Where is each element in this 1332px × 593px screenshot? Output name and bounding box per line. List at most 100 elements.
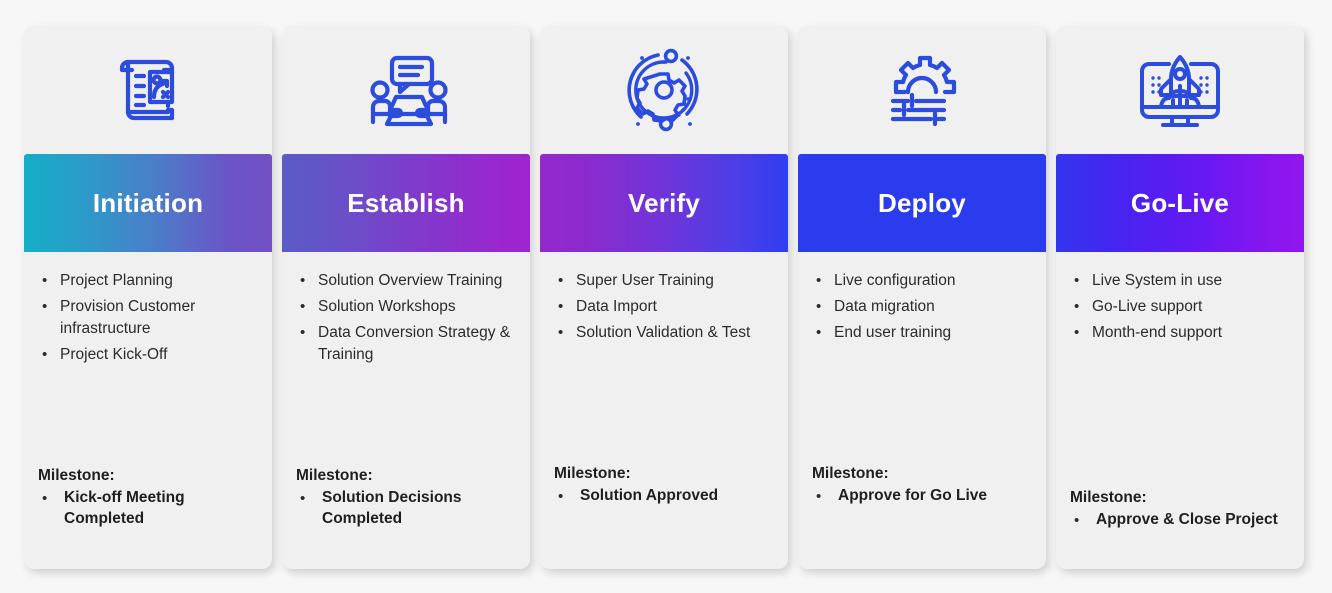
gear-sliders-icon (880, 48, 964, 132)
bullet-icon: • (1074, 511, 1080, 529)
bullet-icon: • (300, 490, 306, 508)
phase-body: • Project Planning • Provision Customer … (24, 252, 272, 569)
phase-title: Go-Live (1130, 188, 1230, 218)
phase-title: Deploy (878, 188, 966, 218)
phase-title: Verify (627, 188, 701, 218)
bullet-icon: • (558, 324, 564, 341)
task-item: • Go-Live support (1070, 296, 1290, 318)
bullet-icon: • (816, 272, 822, 289)
task-label: Super User Training (576, 272, 714, 289)
milestone-item: • Solution Approved (554, 486, 778, 507)
milestone-label: Solution Decisions Completed (322, 489, 462, 527)
scroll-strategy-icon (106, 48, 190, 132)
task-list: • Live System in use • Go-Live support •… (1070, 270, 1290, 348)
bullet-icon: • (1074, 324, 1080, 341)
bullet-icon: • (1074, 298, 1080, 315)
task-item: • Data migration (812, 296, 1032, 318)
phase-card-go-live[interactable]: Go-Live • Live System in use • Go-Live s… (1056, 26, 1304, 569)
phase-body: • Live System in use • Go-Live support •… (1056, 252, 1304, 569)
bullet-icon: • (1074, 272, 1080, 289)
phase-card-establish[interactable]: Establish • Solution Overview Training •… (282, 26, 530, 569)
bullet-icon: • (300, 298, 306, 315)
task-label: Go-Live support (1092, 298, 1203, 315)
bullet-icon: • (558, 272, 564, 289)
phase-banner-initiation[interactable]: Initiation (24, 154, 272, 252)
milestone-heading: Milestone: (812, 464, 889, 482)
milestone-block: Milestone: • Approve & Close Project (1070, 488, 1294, 531)
task-item: • Super User Training (554, 270, 774, 292)
task-item: • Live System in use (1070, 270, 1290, 292)
task-item: • Data Import (554, 296, 774, 318)
phase-body: • Super User Training • Data Import • So… (540, 252, 788, 569)
milestone-block: Milestone: • Approve for Go Live (812, 464, 1036, 507)
milestone-heading: Milestone: (554, 464, 631, 482)
phase-body: • Solution Overview Training • Solution … (282, 252, 530, 569)
task-label: Live System in use (1092, 272, 1223, 289)
task-label: Provision Customer infrastructure (60, 298, 196, 337)
task-label: Solution Workshops (318, 298, 456, 315)
bullet-icon: • (816, 324, 822, 341)
task-list: • Live configuration • Data migration • … (812, 270, 1032, 348)
phase-banner-verify[interactable]: Verify (540, 154, 788, 252)
bullet-icon: • (816, 487, 822, 505)
phase-icon-zone (282, 26, 530, 154)
task-label: Project Planning (60, 272, 173, 289)
task-label: Live configuration (834, 272, 956, 289)
milestone-label: Kick-off Meeting Completed (64, 489, 185, 527)
gear-orbit-icon (620, 46, 708, 134)
phase-icon-zone (798, 26, 1046, 154)
task-label: Solution Validation & Test (576, 324, 751, 341)
task-item: • Solution Validation & Test (554, 322, 774, 344)
task-list: • Project Planning • Provision Customer … (38, 270, 258, 370)
phase-card-verify[interactable]: Verify • Super User Training • Data Impo… (540, 26, 788, 569)
task-list: • Super User Training • Data Import • So… (554, 270, 774, 348)
task-item: • Solution Workshops (296, 296, 516, 318)
bullet-icon: • (42, 490, 48, 508)
bullet-icon: • (816, 298, 822, 315)
meeting-discussion-icon (362, 48, 450, 132)
phase-icon-zone (1056, 26, 1304, 154)
task-item: • Live configuration (812, 270, 1032, 292)
task-item: • Month-end support (1070, 322, 1290, 344)
milestone-heading: Milestone: (38, 466, 115, 484)
bullet-icon: • (300, 324, 306, 341)
bullet-icon: • (558, 487, 564, 505)
task-item: • End user training (812, 322, 1032, 344)
phase-banner-deploy[interactable]: Deploy (798, 154, 1046, 252)
phase-card-initiation[interactable]: Initiation • Project Planning • Provisio… (24, 26, 272, 569)
bullet-icon: • (558, 298, 564, 315)
task-label: Month-end support (1092, 324, 1223, 341)
phase-banner-establish[interactable]: Establish (282, 154, 530, 252)
milestone-label: Solution Approved (580, 486, 719, 504)
milestone-block: Milestone: • Solution Decisions Complete… (296, 466, 520, 529)
milestone-item: • Approve for Go Live (812, 486, 1036, 507)
task-label: Data migration (834, 298, 935, 315)
phase-banner-go-live[interactable]: Go-Live (1056, 154, 1304, 252)
task-list: • Solution Overview Training • Solution … (296, 270, 516, 370)
milestone-item: • Solution Decisions Completed (296, 488, 520, 529)
task-item: • Provision Customer infrastructure (38, 296, 258, 340)
milestone-block: Milestone: • Kick-off Meeting Completed (38, 466, 262, 529)
task-label: Data Import (576, 298, 657, 315)
task-label: Data Conversion Strategy & Training (318, 324, 511, 363)
task-label: Solution Overview Training (318, 272, 503, 289)
task-item: • Project Planning (38, 270, 258, 292)
bullet-icon: • (42, 272, 48, 289)
milestone-heading: Milestone: (296, 466, 373, 484)
milestone-item: • Kick-off Meeting Completed (38, 488, 262, 529)
phase-title: Initiation (92, 188, 204, 218)
task-label: Project Kick-Off (60, 346, 168, 363)
milestone-label: Approve & Close Project (1096, 510, 1278, 528)
bullet-icon: • (300, 272, 306, 289)
phase-icon-zone (24, 26, 272, 154)
task-item: • Solution Overview Training (296, 270, 516, 292)
phase-body: • Live configuration • Data migration • … (798, 252, 1046, 569)
milestone-block: Milestone: • Solution Approved (554, 464, 778, 507)
phase-title: Establish (347, 188, 465, 218)
bullet-icon: • (42, 346, 48, 363)
task-item: • Data Conversion Strategy & Training (296, 322, 516, 366)
phase-card-deploy[interactable]: Deploy • Live configuration • Data migra… (798, 26, 1046, 569)
milestone-heading: Milestone: (1070, 488, 1147, 506)
phase-icon-zone (540, 26, 788, 154)
milestone-item: • Approve & Close Project (1070, 510, 1294, 531)
